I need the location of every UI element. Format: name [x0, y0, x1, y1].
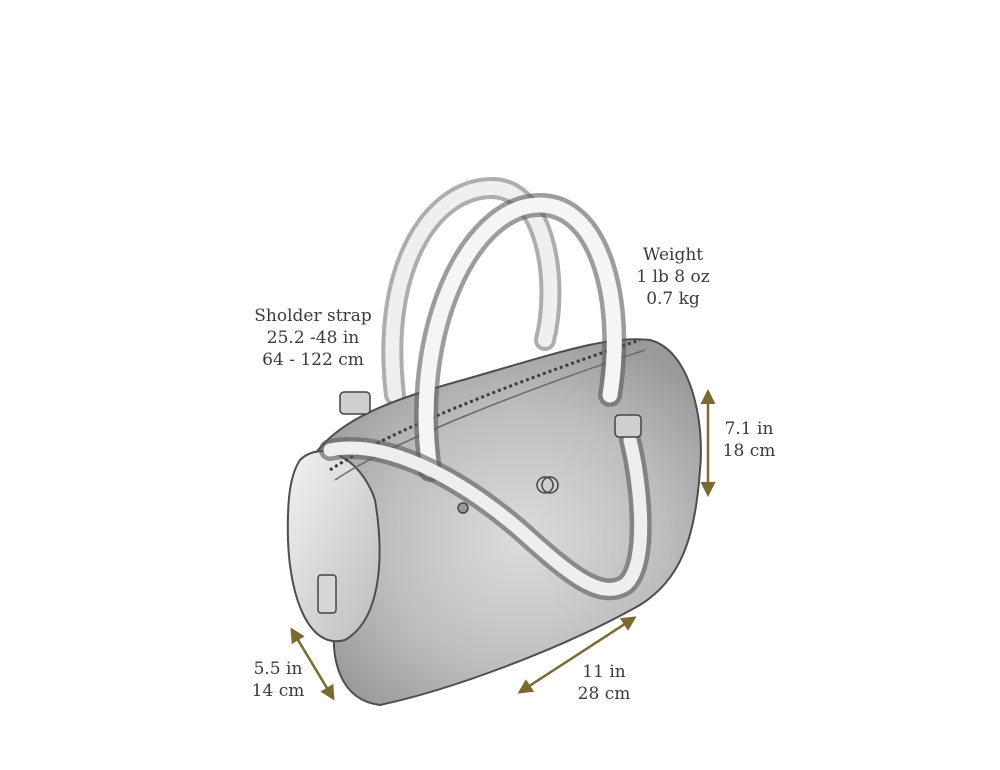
- strap-length-cm: 64 - 122 cm: [262, 350, 364, 370]
- height-cm: 18 cm: [722, 441, 776, 461]
- logo-emblem: [536, 476, 554, 494]
- weight-kg: 0.7 kg: [646, 289, 700, 309]
- strap-label: Sholder strap 25.2 -48 in 64 - 122 cm: [250, 305, 376, 371]
- rivet: [457, 502, 469, 514]
- width-in: 11 in: [582, 662, 626, 682]
- depth-label: 5.5 in 14 cm: [248, 658, 308, 702]
- depth-cm: 14 cm: [251, 681, 305, 701]
- zipper-pull: [317, 574, 337, 614]
- weight-label: Weight 1 lb 8 oz 0.7 kg: [625, 244, 721, 310]
- bag-end-panel: [286, 450, 381, 643]
- width-cm: 28 cm: [577, 684, 631, 704]
- height-label: 7.1 in 18 cm: [718, 418, 780, 462]
- height-in: 7.1 in: [724, 419, 774, 439]
- weight-title: Weight: [642, 245, 704, 265]
- width-arrow: [517, 616, 637, 694]
- depth-arrow: [290, 627, 335, 701]
- strap-title: Sholder strap: [254, 306, 372, 326]
- strap-clasp: [339, 391, 371, 415]
- strap-length-in: 25.2 -48 in: [266, 328, 360, 348]
- depth-in: 5.5 in: [253, 659, 303, 679]
- weight-lb: 1 lb 8 oz: [636, 267, 710, 287]
- width-label: 11 in 28 cm: [572, 661, 636, 705]
